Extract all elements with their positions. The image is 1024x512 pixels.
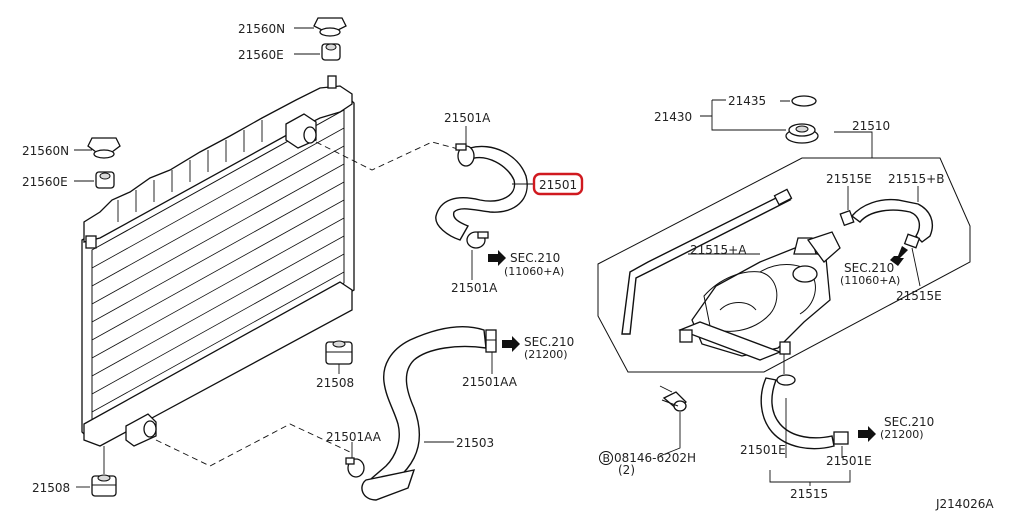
label-sec210-a-1: SEC.210: [510, 251, 560, 265]
radiator: [81, 75, 355, 447]
label-bolt-symbol: B: [603, 452, 611, 465]
bolt-symbol-circle: [599, 451, 613, 465]
radiator-core-fins: [91, 127, 345, 413]
seal-left: [95, 171, 115, 189]
reservoir-cap: [785, 123, 819, 144]
clip-21515E-right: [903, 233, 921, 249]
label-sec210-b-2: (21200): [524, 348, 568, 361]
label-sec210-a-2: (11060+A): [504, 265, 564, 278]
label-21560E-left: 21560E: [22, 175, 68, 189]
mount-bottom: [91, 446, 117, 497]
label-21501-highlight[interactable]: 21501: [539, 178, 577, 192]
arrow-sec210-d: [858, 426, 876, 442]
label-sec210-b-1: SEC.210: [524, 335, 574, 349]
radiator-lower-tank: [83, 281, 353, 447]
reservoir-tank: [678, 231, 841, 361]
clamp-21501A-top: [455, 143, 475, 167]
seal-top: [321, 43, 341, 61]
label-21508-bottom: 21508: [32, 481, 70, 495]
label-21508-mid: 21508: [316, 376, 354, 390]
label-21515B: 21515+B: [888, 172, 944, 186]
label-sec210-c-2: (11060+A): [840, 274, 900, 287]
label-21435: 21435: [728, 94, 766, 108]
label-21515E-top: 21515E: [826, 172, 872, 186]
diagram-code: J214026A: [935, 497, 994, 511]
radiator-cap-left: [87, 137, 121, 159]
label-21560N-top: 21560N: [238, 22, 285, 36]
radiator-upper-tank: [83, 85, 353, 243]
label-sec210-d-2: (21200): [880, 428, 924, 441]
arrow-sec210-a: [488, 250, 506, 266]
mount-mid: [325, 340, 353, 365]
clamp-21501AA-right: [485, 329, 497, 353]
label-21515A: 21515+A: [690, 243, 747, 257]
clip-21515E-top: [839, 209, 855, 227]
label-21430: 21430: [654, 110, 692, 124]
label-sec210-d-1: SEC.210: [884, 415, 934, 429]
label-21501A-bottom: 21501A: [451, 281, 498, 295]
label-bolt-code: 08146-6202H: [614, 451, 696, 465]
label-bolt-qty: (2): [618, 463, 635, 477]
label-21501A-top: 21501A: [444, 111, 491, 125]
label-21501AA-right: 21501AA: [462, 375, 518, 389]
clamp-21501A-bottom: [466, 231, 489, 249]
hose-21515A: [621, 188, 793, 335]
highlight-box-21501[interactable]: [532, 172, 584, 196]
reservoir-frame: [597, 157, 971, 373]
label-21501E-left: 21501E: [740, 443, 786, 457]
reservoir-seal: [791, 95, 817, 107]
arrow-sec210-c: [890, 246, 908, 266]
label-21560N-left: 21560N: [22, 144, 69, 158]
bolt: [661, 391, 687, 412]
hose-21515: [760, 374, 849, 450]
label-21501AA-left: 21501AA: [326, 430, 382, 444]
label-21560E-top: 21560E: [238, 48, 284, 62]
label-sec210-c-1: SEC.210: [844, 261, 894, 275]
hose-21515B: [850, 198, 934, 243]
label-21515E-right: 21515E: [896, 289, 942, 303]
lower-hose: [361, 326, 487, 501]
clamp-21501AA-left: [345, 457, 365, 478]
arrow-sec210-b: [502, 336, 520, 352]
radiator-cap-top: [313, 17, 347, 37]
label-21510: 21510: [852, 119, 890, 133]
label-21501E-right: 21501E: [826, 454, 872, 468]
upper-hose: [435, 145, 528, 241]
label-21515: 21515: [790, 487, 828, 501]
label-21503: 21503: [456, 436, 494, 450]
